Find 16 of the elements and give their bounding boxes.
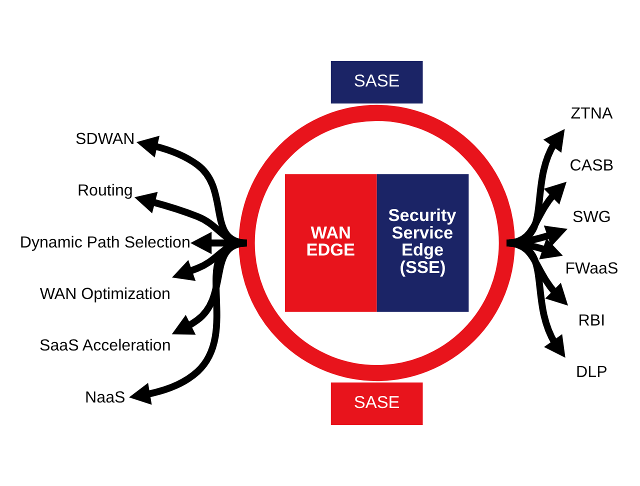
arrow: [129, 240, 248, 405]
node-text: DLP: [576, 362, 608, 381]
node-text: WAN Optimization: [40, 284, 170, 303]
node-text: RBI: [578, 311, 606, 330]
node-text: NaaS: [85, 388, 126, 406]
node-circle: WAN EDGE Security Service Edge (SSE): [238, 104, 515, 382]
node-text: Dynamic Path Selection: [20, 233, 190, 252]
node-text: ZTNA: [570, 104, 613, 123]
node-text: SaaS Acceleration: [40, 336, 171, 355]
node-text: FWaaS: [565, 260, 618, 278]
node-box: SASE: [330, 382, 423, 425]
node-text: SDWAN: [76, 130, 135, 148]
node-text: CASB: [570, 156, 614, 174]
node-text: Routing: [77, 182, 133, 200]
node-box: SASE: [330, 61, 423, 104]
node-text: SWG: [572, 208, 611, 226]
